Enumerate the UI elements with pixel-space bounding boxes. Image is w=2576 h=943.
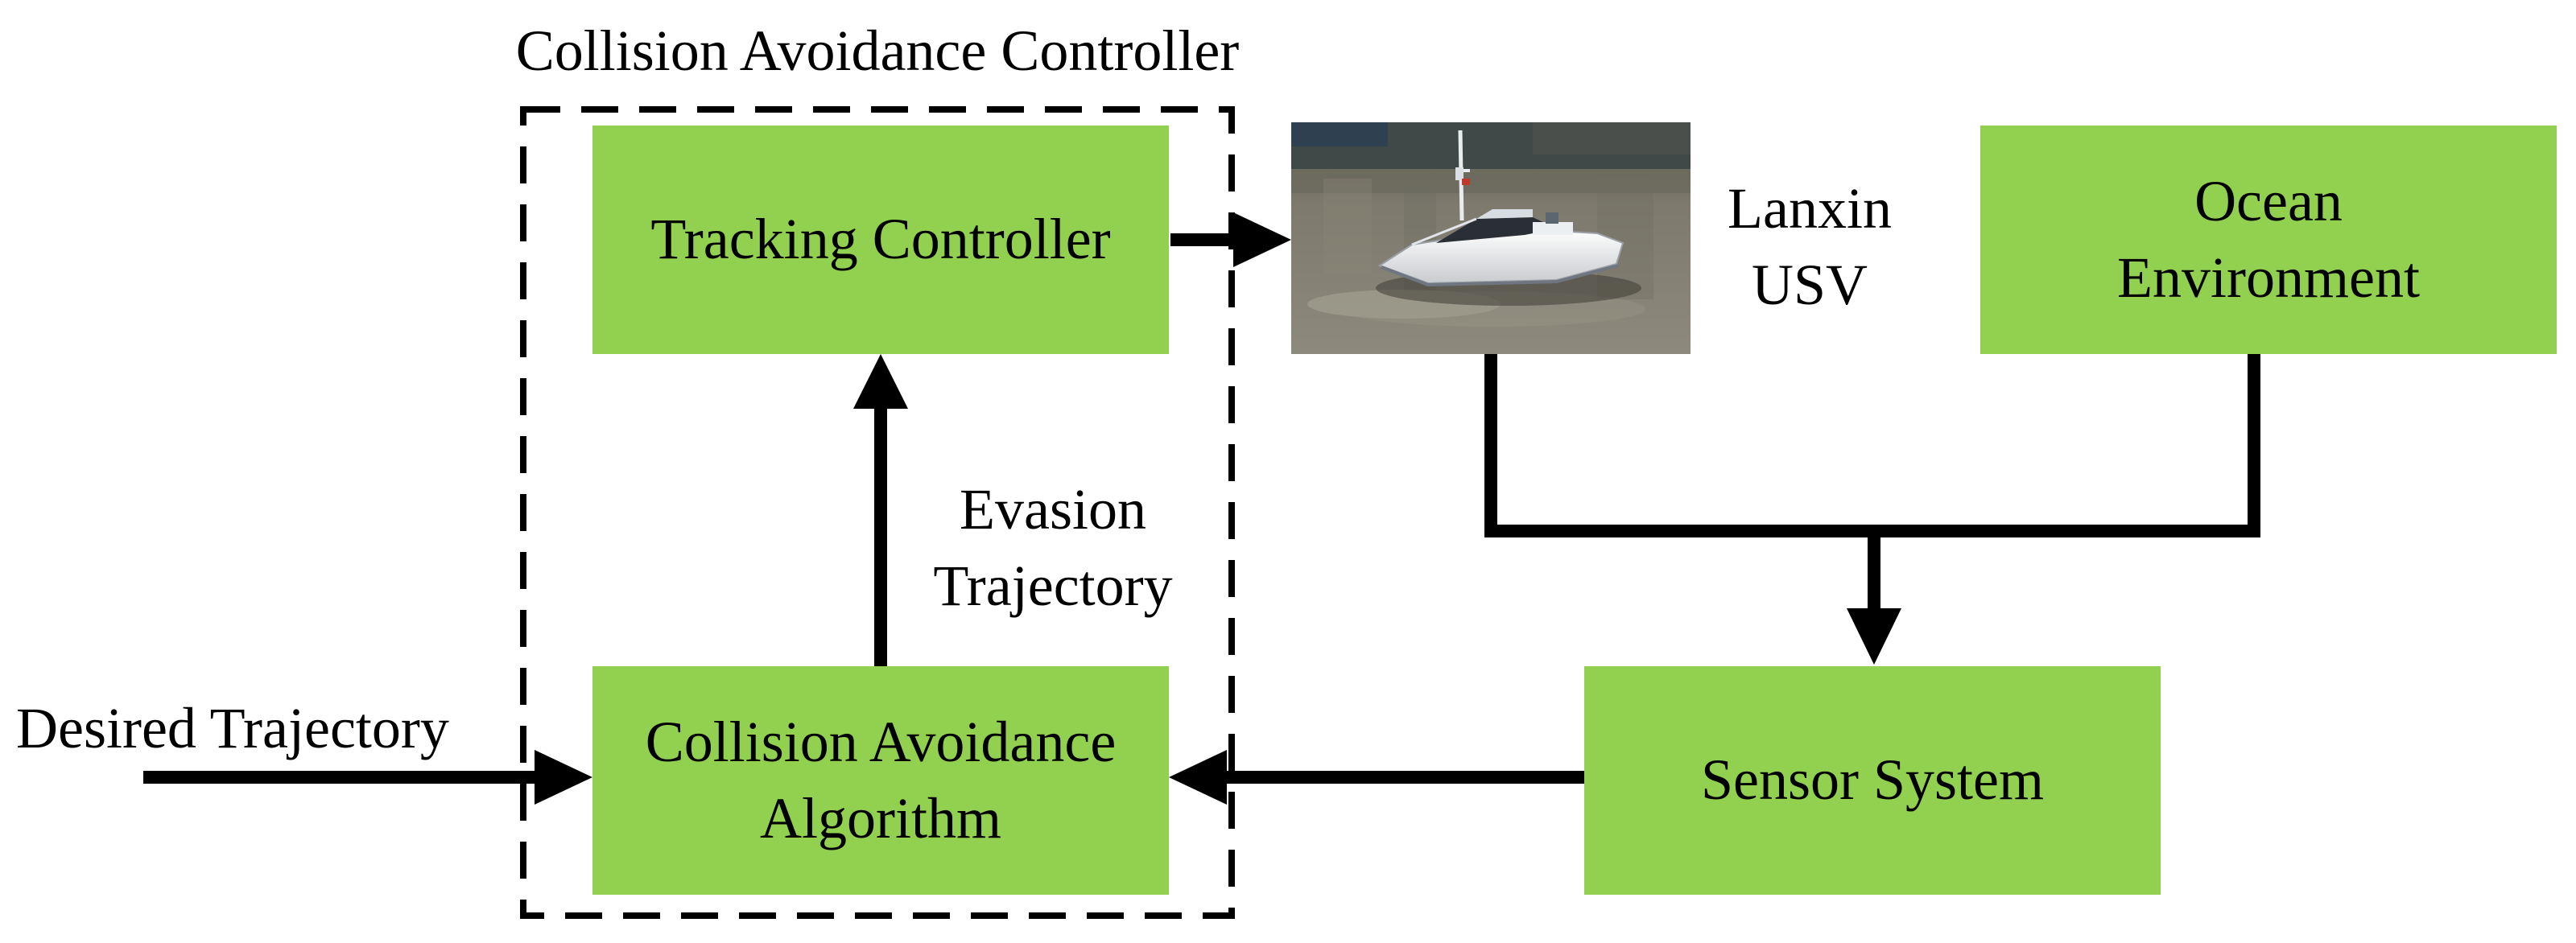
- algorithm-label-line2: Algorithm: [760, 786, 1001, 850]
- arrow-sensor-to-algorithm-head: [1169, 750, 1227, 805]
- evasion-trajectory-line1: Evasion: [960, 477, 1146, 542]
- ocean-environment-line1: Ocean: [2194, 168, 2343, 233]
- algorithm-label-line1: Collision Avoidance: [645, 709, 1117, 774]
- connector-usv-ocean-merge: [1484, 354, 2260, 537]
- desired-trajectory-label: Desired Trajectory: [16, 696, 449, 760]
- arrow-algorithm-to-tracking-head: [853, 354, 908, 409]
- arrow-tracking-to-usv-head: [1233, 212, 1291, 267]
- sensor-system-label: Sensor System: [1700, 747, 2045, 813]
- arrow-merge-to-sensor-head: [1847, 608, 1901, 665]
- ocean-environment-box: Ocean Environment: [1980, 126, 2557, 354]
- sensor-system-box: Sensor System: [1584, 666, 2161, 895]
- controller-group-title: Collision Avoidance Controller: [515, 19, 1240, 83]
- tracking-controller-box: Tracking Controller: [592, 126, 1169, 354]
- arrow-desired-trajectory-head: [535, 750, 592, 805]
- controller-dashed-frame: [520, 106, 1235, 919]
- usv-label-line1: Lanxin: [1728, 176, 1892, 241]
- usv-photo: [1291, 122, 1690, 354]
- evasion-trajectory-label: Evasion Trajectory: [900, 472, 1206, 624]
- tracking-controller-label: Tracking Controller: [650, 207, 1111, 272]
- usv-label: Lanxin USV: [1697, 171, 1922, 323]
- ocean-environment-line2: Environment: [2117, 245, 2420, 310]
- usv-label-line2: USV: [1751, 253, 1868, 318]
- collision-avoidance-algorithm-box: Collision Avoidance Algorithm: [592, 666, 1169, 895]
- evasion-trajectory-line2: Trajectory: [933, 554, 1173, 619]
- usv-boat-image: [1291, 122, 1690, 354]
